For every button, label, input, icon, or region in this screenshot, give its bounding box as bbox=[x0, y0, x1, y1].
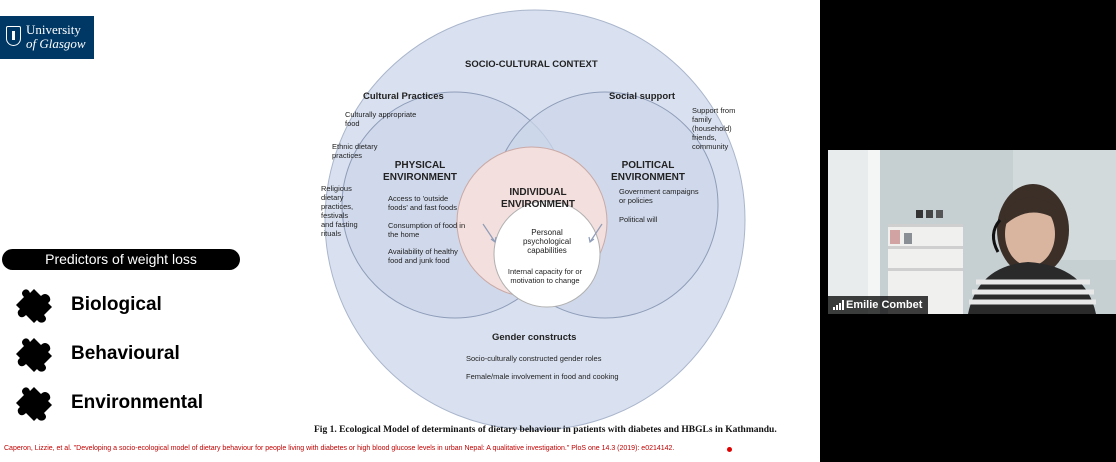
presentation-slide: University of Glasgow Predictors of weig… bbox=[0, 0, 820, 462]
political-title: POLITICAL ENVIRONMENT bbox=[611, 160, 685, 183]
individual-item: Internal capacity for or motivation to c… bbox=[507, 267, 583, 285]
citation: Caperon, Lizzie, et al. "Developing a so… bbox=[4, 445, 675, 452]
social-item: Support from family (household) friends,… bbox=[692, 106, 736, 151]
logo-line1: University bbox=[26, 22, 81, 37]
crest-icon bbox=[6, 26, 21, 46]
participant-name: Emilie Combet bbox=[846, 299, 923, 311]
pointer-cursor-icon bbox=[727, 447, 732, 452]
physical-item: Consumption of food in the home bbox=[388, 221, 466, 239]
predictor-behavioural: Behavioural bbox=[14, 336, 234, 372]
cultural-item: Religious dietary practices, festivals a… bbox=[321, 184, 358, 238]
participant-video[interactable] bbox=[828, 150, 1116, 314]
predictor-environmental: Environmental bbox=[14, 385, 234, 421]
predictor-label: Behavioural bbox=[71, 343, 180, 364]
cultural-item: Ethnic dietary practices bbox=[332, 142, 378, 160]
puzzle-piece-icon bbox=[16, 289, 52, 323]
logo-line2: of Glasgow bbox=[26, 36, 86, 51]
figure-caption: Fig 1. Ecological Model of determinants … bbox=[314, 425, 777, 435]
physical-item: Access to 'outside foods' and fast foods bbox=[388, 194, 457, 212]
political-item: Political will bbox=[619, 215, 658, 224]
individual-title: INDIVIDUAL ENVIRONMENT bbox=[501, 187, 575, 210]
gender-item: Socio-culturally constructed gender role… bbox=[466, 354, 602, 363]
cultural-practices-title: Cultural Practices bbox=[363, 91, 444, 102]
participant-name-label: Emilie Combet bbox=[828, 296, 929, 314]
ecological-model-diagram: SOCIO-CULTURAL CONTEXT Cultural Practice… bbox=[305, 0, 815, 440]
video-frame bbox=[828, 150, 1116, 314]
predictor-label: Biological bbox=[71, 294, 162, 315]
cultural-item: Culturally appropriate food bbox=[345, 110, 417, 128]
predictor-biological: Biological bbox=[14, 287, 234, 323]
socio-cultural-title: SOCIO-CULTURAL CONTEXT bbox=[465, 59, 598, 70]
gender-title: Gender constructs bbox=[492, 332, 577, 343]
puzzle-piece-icon bbox=[16, 387, 52, 421]
predictors-title: Predictors of weight loss bbox=[2, 249, 240, 270]
predictor-label: Environmental bbox=[71, 392, 203, 413]
physical-item: Availability of healthy food and junk fo… bbox=[388, 247, 458, 265]
university-logo: University of Glasgow bbox=[0, 16, 94, 59]
social-support-title: Social support bbox=[609, 91, 675, 102]
physical-title: PHYSICAL ENVIRONMENT bbox=[383, 160, 457, 183]
puzzle-piece-icon bbox=[16, 338, 52, 372]
personal-circle bbox=[493, 200, 601, 308]
gender-item: Female/male involvement in food and cook… bbox=[466, 372, 619, 381]
signal-strength-icon bbox=[833, 300, 844, 310]
diagram-circles bbox=[324, 9, 746, 431]
political-item: Government campaigns or policies bbox=[619, 187, 699, 205]
individual-item: Personal psychological capabilities bbox=[522, 228, 572, 255]
